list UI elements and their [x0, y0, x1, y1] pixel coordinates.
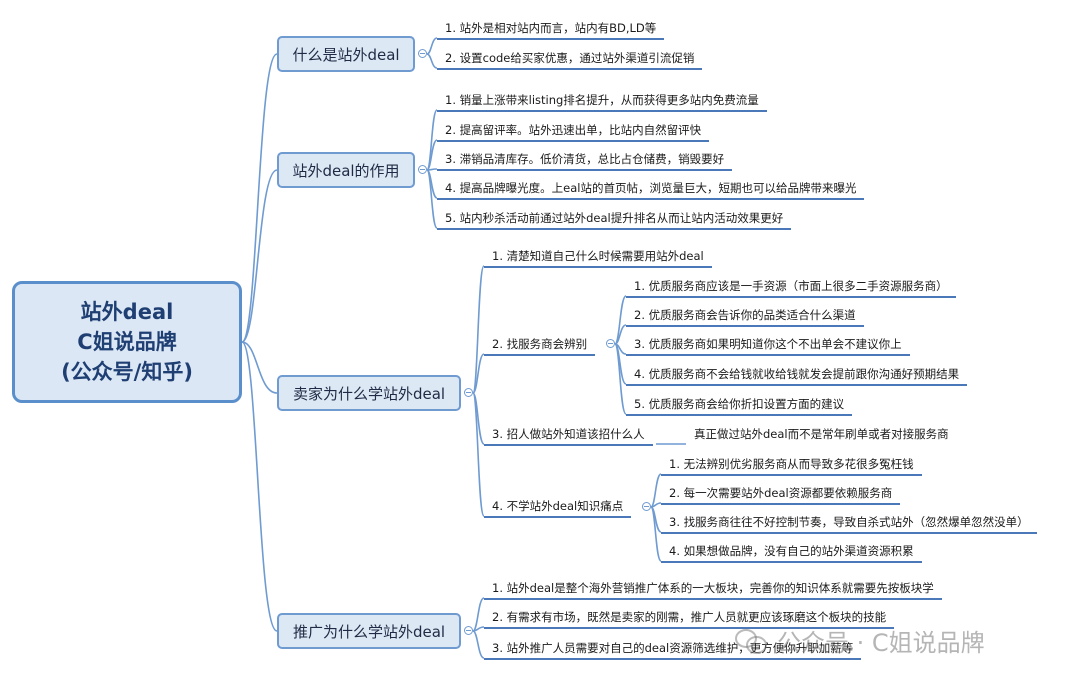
- leaf-item[interactable]: 4. 优质服务商不会给钱就收给钱就发会提前跟你沟通好预期结果: [626, 364, 968, 386]
- root-title: 站外deal: [80, 300, 174, 324]
- connector-line: [472, 353, 485, 394]
- branch-sellers-why-learn[interactable]: 卖家为什么学站外deal: [277, 375, 461, 411]
- watermark: 公众号 · C姐说品牌: [735, 620, 985, 660]
- leaf-item[interactable]: 2. 有需求有市场，既然是卖家的刚需，推广人员就更应该琢磨这个板块的技能: [484, 607, 895, 629]
- connector-line: [472, 265, 485, 394]
- branch-label: 站外deal的作用: [292, 161, 400, 180]
- connector-line: [614, 343, 627, 415]
- root-subtitle: C姐说品牌: [77, 330, 177, 354]
- watermark-text: 公众号 · C姐说品牌: [777, 628, 985, 657]
- leaf-item[interactable]: 1. 站外deal是整个海外营销推广体系的一大板块，完善你的知识体系就需要先按板…: [484, 578, 942, 600]
- connector-line: [241, 169, 278, 343]
- sub-branch-hire-staff[interactable]: 3. 招人做站外知道该招什么人: [484, 424, 653, 446]
- leaf-item[interactable]: 1. 清楚知道自己什么时候需要用站外deal: [484, 246, 712, 268]
- branch-what-is-offsite-deal[interactable]: 什么是站外deal: [277, 36, 415, 72]
- leaf-item[interactable]: 2. 优质服务商会告诉你的品类适合什么渠道: [626, 305, 864, 327]
- leaf-item[interactable]: 3. 滞销品清库存。低价清货，总比占仓储费，销毁要好: [437, 149, 733, 171]
- branch-label: 什么是站外deal: [292, 45, 400, 64]
- leaf-item[interactable]: 5. 站内秒杀活动前通过站外deal提升排名从而让站内活动效果更好: [437, 208, 792, 230]
- connector-line: [241, 53, 278, 343]
- leaf-item[interactable]: 2. 提高留评率。站外迅速出单，比站内自然留评快: [437, 120, 710, 142]
- leaf-item[interactable]: 4. 如果想做品牌，没有自己的站外渠道资源积累: [661, 541, 922, 563]
- leaf-item[interactable]: 1. 销量上涨带来listing排名提升，从而获得更多站内免费流量: [437, 90, 767, 112]
- collapse-icon[interactable]: [418, 165, 427, 174]
- connector-line: [650, 506, 662, 562]
- connector-line: [426, 37, 438, 55]
- connector-line: [472, 392, 485, 517]
- collapse-icon[interactable]: [464, 388, 473, 397]
- sub-branch-pain-points[interactable]: 4. 不学站外deal知识痛点: [484, 496, 632, 518]
- sub-branch-identify-providers[interactable]: 2. 找服务商会辨别: [484, 334, 596, 356]
- connector-line: [472, 630, 485, 659]
- branch-offsite-deal-effects[interactable]: 站外deal的作用: [277, 152, 415, 188]
- connector-line: [241, 341, 278, 632]
- wechat-icon: [735, 627, 769, 654]
- root-source: (公众号/知乎): [61, 360, 193, 384]
- collapse-icon[interactable]: [464, 626, 473, 635]
- leaf-item[interactable]: 1. 无法辨别优劣服务商从而导致多花很多冤枉钱: [661, 454, 922, 476]
- connector-line: [426, 168, 438, 171]
- leaf-item[interactable]: 真正做过站外deal而不是常年刷单或者对接服务商: [694, 427, 949, 441]
- connector-line: [426, 53, 438, 69]
- leaf-item[interactable]: 2. 设置code给买家优惠，通过站外渠道引流促销: [437, 48, 703, 70]
- connector-line: [241, 341, 278, 394]
- collapse-icon[interactable]: [418, 49, 427, 58]
- connector-line: [472, 597, 485, 632]
- leaf-item[interactable]: 1. 站外是相对站内而言，站内有BD,LD等: [437, 18, 665, 40]
- collapse-icon[interactable]: [606, 339, 615, 348]
- leaf-item[interactable]: 2. 每一次需要站外deal资源都要依赖服务商: [661, 483, 901, 505]
- branch-promoters-why-learn[interactable]: 推广为什么学站外deal: [277, 613, 461, 649]
- leaf-item[interactable]: 1. 优质服务商应该是一手资源（市面上很多二手资源服务商）: [626, 276, 956, 298]
- leaf-item[interactable]: 5. 优质服务商会给你折扣设置方面的建议: [626, 394, 853, 416]
- connector-line: [650, 473, 662, 508]
- leaf-item[interactable]: 4. 提高品牌曝光度。上eal站的首页帖，浏览量巨大，短期也可以给品牌带来曝光: [437, 178, 865, 200]
- leaf-item[interactable]: 3. 优质服务商如果明知道你这个不出单会不建议你上: [626, 334, 910, 356]
- collapse-icon[interactable]: [642, 502, 651, 511]
- connector-line: [426, 139, 438, 171]
- branch-label: 推广为什么学站外deal: [292, 622, 446, 641]
- branch-label: 卖家为什么学站外deal: [292, 384, 446, 403]
- root-node[interactable]: 站外deal C姐说品牌 (公众号/知乎): [12, 281, 242, 403]
- leaf-item[interactable]: 3. 找服务商往往不好控制节奏，导致自杀式站外（忽然爆单忽然没单）: [661, 512, 1037, 534]
- connector-line: [426, 169, 438, 229]
- connector-line: [614, 295, 627, 345]
